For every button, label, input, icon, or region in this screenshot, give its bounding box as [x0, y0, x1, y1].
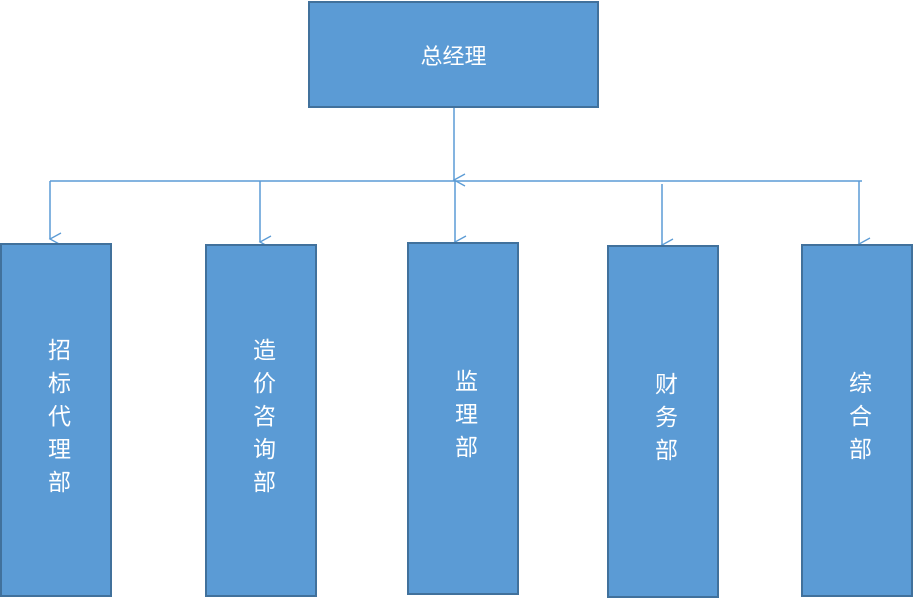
top-node-label: 总经理 — [420, 44, 487, 70]
top-node-box: 总经理 — [308, 1, 599, 108]
department-label: 造价咨询部 — [248, 338, 275, 503]
department-box: 招标代理部 — [0, 243, 112, 597]
department-box: 造价咨询部 — [205, 244, 317, 597]
department-box: 综合部 — [801, 244, 913, 597]
department-label: 监理部 — [450, 369, 477, 468]
department-box: 监理部 — [407, 242, 519, 595]
department-label: 综合部 — [844, 371, 871, 470]
department-label: 招标代理部 — [43, 337, 70, 503]
department-label: 财务部 — [650, 372, 677, 471]
department-box: 财务部 — [607, 245, 719, 598]
